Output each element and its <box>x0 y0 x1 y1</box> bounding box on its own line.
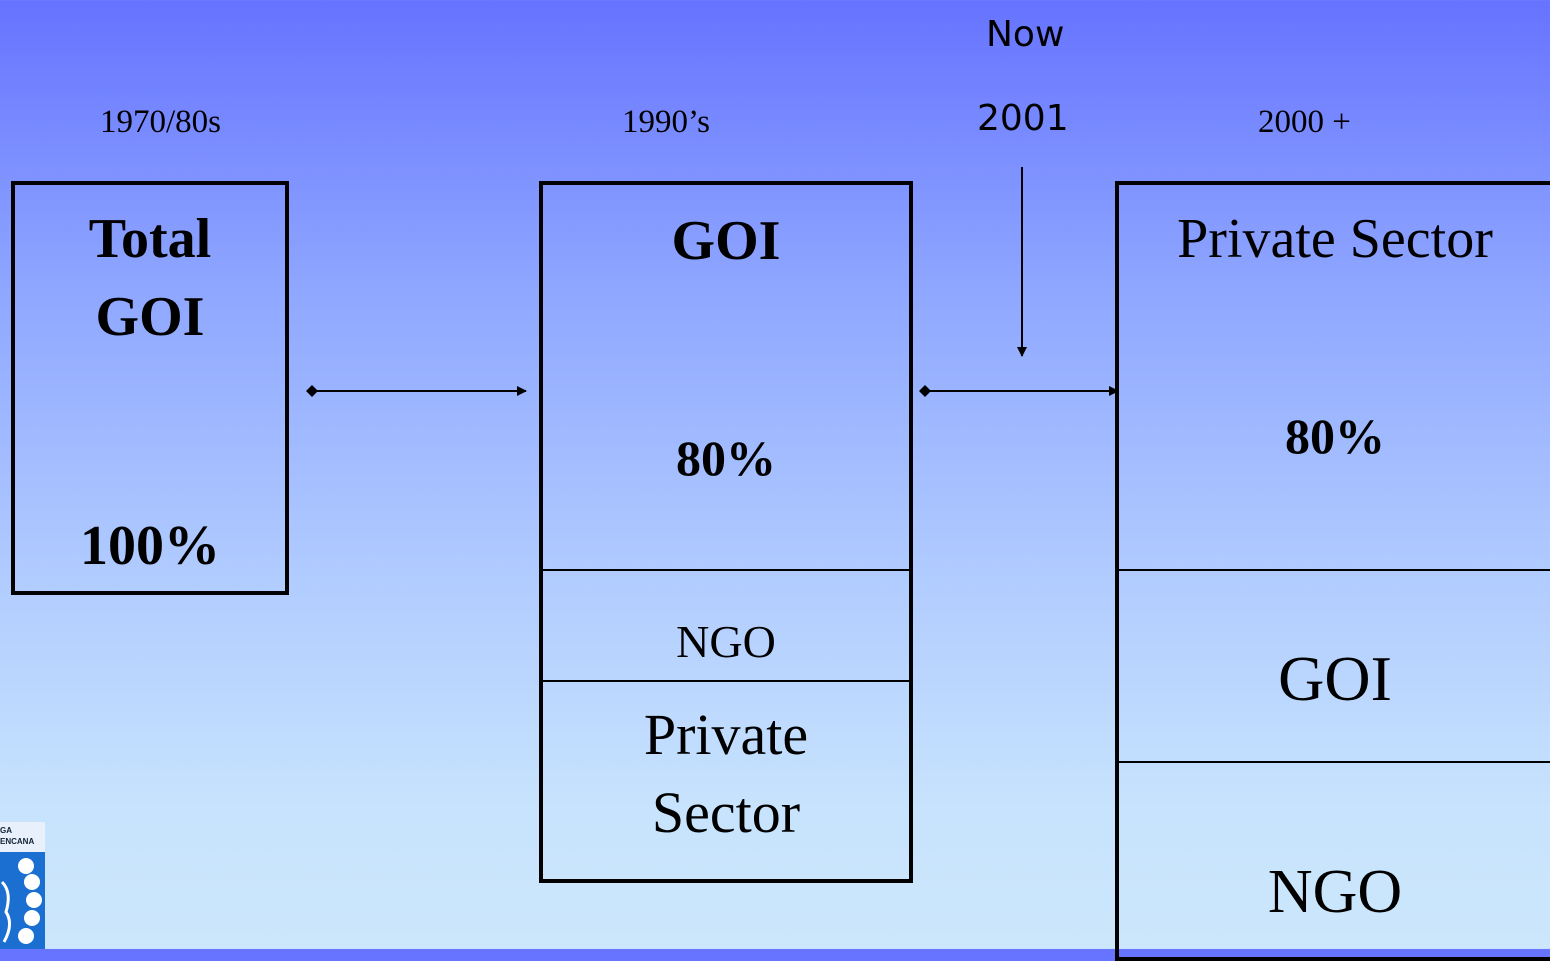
box-1990s-ngo-label: NGO <box>676 616 776 667</box>
era-label-1970s: 1970/80s <box>100 104 222 140</box>
logo-text-line2: ENCANA <box>0 837 35 846</box>
era-label-2000s: 2000 + <box>1258 104 1351 140</box>
box-1970s-share: 100% <box>80 515 220 577</box>
box-2000s-goi-section: GOI <box>1119 569 1550 761</box>
box-2000s-ngo-section: NGO <box>1119 761 1550 961</box>
now-label: Now <box>986 14 1065 55</box>
organization-logo: GA ENCANA <box>0 822 45 949</box>
logo-text-line1: GA <box>0 826 12 835</box>
logo-text-area: GA ENCANA <box>0 822 45 852</box>
logo-emblem-icon <box>0 858 42 944</box>
box-2000s-goi-label: GOI <box>1278 643 1392 714</box>
box-1970s-title-line2: GOI <box>95 286 205 348</box>
box-1970s-title-line1: Total <box>88 208 212 270</box>
box-2000s-private-title: Private Sector <box>1177 208 1493 270</box>
arrow-1990s-to-2000s <box>919 385 1119 397</box>
box-1990s-ngo-section: NGO <box>543 569 909 680</box>
box-2000s-ngo-label: NGO <box>1267 858 1403 926</box>
box-2000s-private-share: 80% <box>1285 408 1385 464</box>
now-year-label: 2001 <box>977 98 1069 139</box>
box-2000s-private-section: Private Sector 80% <box>1119 185 1550 569</box>
box-1990s-private-line2: Sector <box>651 780 801 845</box>
box-1990s-goi-share: 80% <box>676 430 776 486</box>
box-1990s-private-line1: Private <box>643 702 809 767</box>
box-1990s-goi-title: GOI <box>671 210 781 272</box>
box-1990s: GOI 80% NGO Private Sector <box>539 181 913 883</box>
box-1990s-private-section: Private Sector <box>543 680 909 883</box>
box-1970s: Total GOI 100% <box>11 181 289 595</box>
box-1990s-goi-section: GOI 80% <box>543 185 909 569</box>
era-label-1990s: 1990’s <box>622 104 711 140</box>
arrow-1970s-to-1990s <box>306 385 527 397</box>
